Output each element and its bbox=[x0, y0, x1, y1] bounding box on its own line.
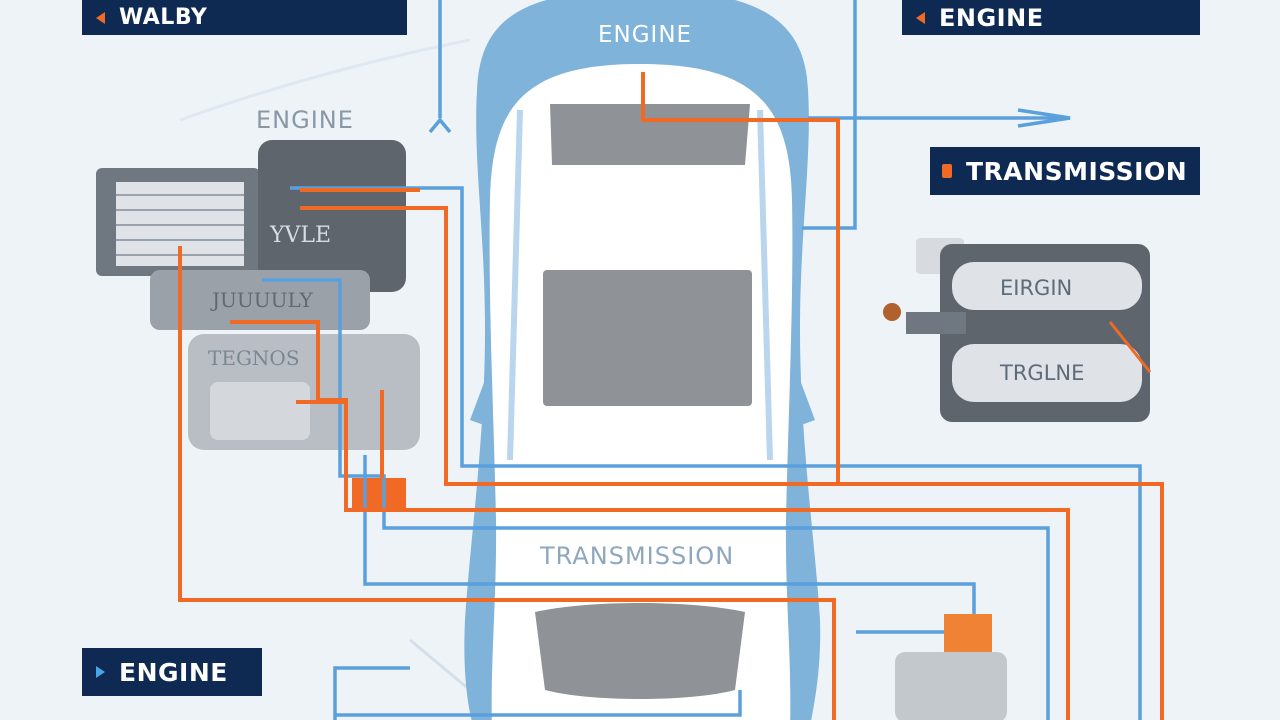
left-engine-block bbox=[96, 140, 420, 510]
engine-lower bbox=[150, 270, 370, 330]
bottom-right-housing bbox=[895, 652, 1007, 720]
left-engine-title: ENGINE bbox=[256, 106, 354, 134]
tag-middle-right: TRANSMISSION bbox=[930, 147, 1200, 195]
right-arrow-icon bbox=[96, 666, 105, 678]
right-engine-label-bottom: TRGLNE bbox=[1000, 361, 1085, 385]
car-light-edge-right bbox=[757, 109, 773, 461]
tag-bottom-left-text: ENGINE bbox=[119, 657, 228, 687]
tag-top-right: ENGINE bbox=[902, 0, 1200, 35]
tag-middle-right-text: TRANSMISSION bbox=[966, 156, 1188, 186]
right-engine-label-top: EIRGIN bbox=[1000, 276, 1073, 300]
car-engine-label: ENGINE bbox=[598, 22, 693, 48]
orange-wire-4 bbox=[178, 246, 836, 720]
left-arrow-icon bbox=[96, 11, 105, 24]
orange-wire-3 bbox=[300, 206, 838, 486]
orange-wire-1 bbox=[641, 72, 1164, 720]
right-engine-upper bbox=[952, 262, 1142, 310]
blue-wire-10 bbox=[428, 117, 452, 134]
bottom-right-component bbox=[895, 614, 1007, 720]
roof-panel bbox=[543, 270, 752, 406]
blue-wire-7 bbox=[335, 690, 742, 717]
car-light-edge-left bbox=[507, 109, 523, 461]
tag-top-left-text: WALBY bbox=[119, 5, 208, 30]
car-body bbox=[464, 0, 821, 720]
background-streak bbox=[409, 638, 471, 692]
tag-top-left: WALBY bbox=[82, 0, 407, 35]
left-engine-label-a: YVLE bbox=[270, 223, 332, 248]
left-engine-label-c: TEGNOS bbox=[208, 346, 300, 370]
engine-head bbox=[258, 140, 406, 292]
windshield-front bbox=[550, 104, 750, 165]
mirror-right bbox=[793, 380, 815, 428]
blue-wire-11 bbox=[1017, 108, 1071, 128]
tag-top-right-text: ENGINE bbox=[939, 3, 1044, 32]
left-engine-label-b: JUUUULY bbox=[212, 288, 313, 312]
right-engine-lower bbox=[952, 344, 1142, 402]
blue-wire-4 bbox=[802, 0, 857, 230]
engine-sump bbox=[210, 382, 310, 440]
mirror-left bbox=[470, 380, 492, 428]
rear-window bbox=[535, 603, 745, 699]
right-engine-block bbox=[883, 238, 1152, 422]
right-engine-shaft bbox=[906, 312, 966, 334]
background-streak bbox=[179, 38, 471, 122]
tag-bottom-left: ENGINE bbox=[82, 648, 262, 696]
engine-connector bbox=[352, 478, 406, 510]
right-engine-wire bbox=[1108, 321, 1152, 373]
car-transmission-label: TRANSMISSION bbox=[540, 542, 735, 570]
orange-wiring bbox=[178, 72, 1164, 720]
blue-wire-3 bbox=[363, 455, 976, 614]
left-arrow-icon bbox=[916, 11, 925, 24]
bullet-icon bbox=[942, 164, 952, 178]
right-engine-nozzle bbox=[883, 303, 901, 321]
blue-wire-6 bbox=[333, 666, 410, 720]
bottom-right-connector bbox=[944, 614, 992, 652]
